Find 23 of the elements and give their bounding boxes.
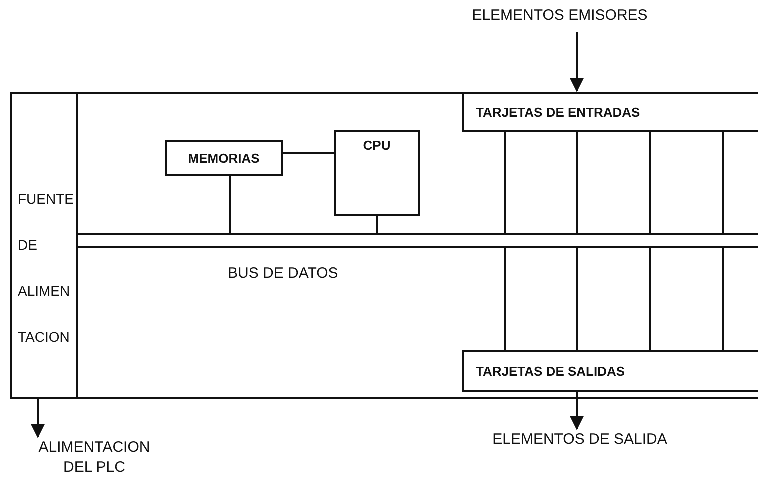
memory-box: MEMORIAS xyxy=(165,140,283,176)
connector-line xyxy=(722,248,724,350)
plc-power-label: ALIMENTACION DEL PLC xyxy=(32,438,157,487)
connector-line xyxy=(576,248,578,350)
connector-line xyxy=(504,132,506,233)
connector-line xyxy=(229,176,231,233)
connector-line xyxy=(576,132,578,233)
arrow xyxy=(570,392,584,430)
connector-line xyxy=(376,216,378,233)
input-elements-label: ELEMENTOS EMISORES xyxy=(440,6,680,32)
connector-line xyxy=(649,248,651,350)
plc-frame xyxy=(10,92,758,399)
connector-line xyxy=(649,132,651,233)
output-elements-label: ELEMENTOS DE SALIDA xyxy=(440,430,720,456)
connector-line xyxy=(722,132,724,233)
arrow xyxy=(31,399,45,438)
cpu-box: CPU xyxy=(334,130,420,216)
connector-line xyxy=(283,152,334,154)
output-cards-box: TARJETAS DE SALIDAS xyxy=(462,350,758,392)
connector-line xyxy=(504,248,506,350)
data-bus: BUS DE DATOS xyxy=(78,233,758,293)
input-cards-box: TARJETAS DE ENTRADAS xyxy=(462,92,758,132)
arrow xyxy=(570,32,584,92)
